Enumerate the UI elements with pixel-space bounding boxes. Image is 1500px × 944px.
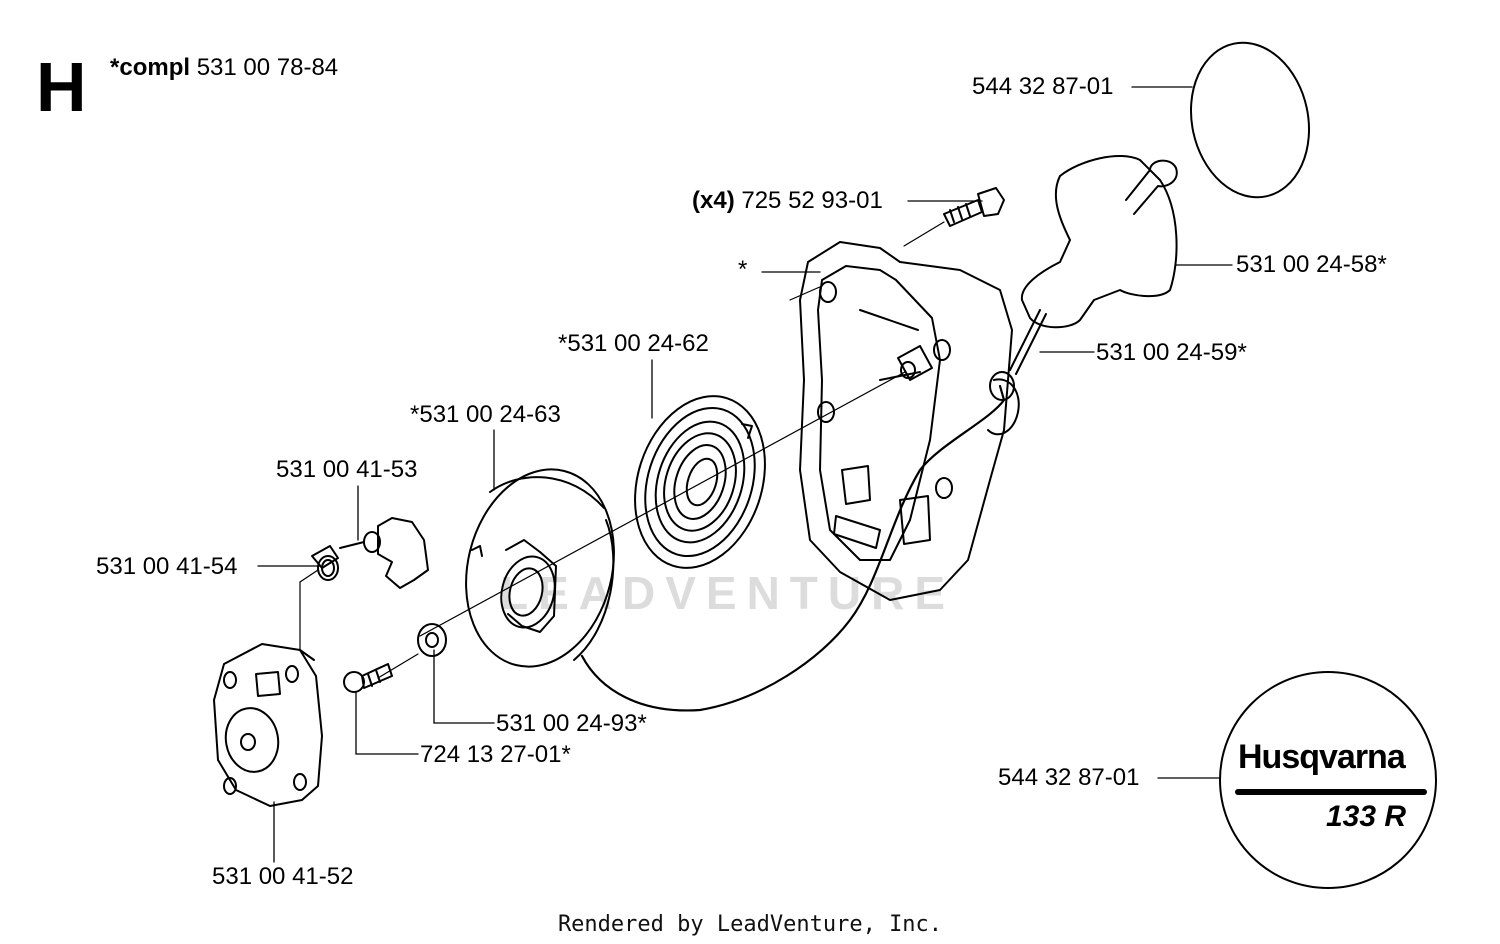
washer-part [417,623,447,657]
label-screw-x4-number: 725 52 93-01 [741,187,883,214]
label-pawl[interactable]: 531 00 41-53 [276,456,418,483]
screw-part [343,663,393,693]
label-screw-x4[interactable]: (x4) 725 52 93-01 [692,189,883,213]
label-handle[interactable]: 531 00 24-58* [1236,251,1387,278]
starter-housing-part [799,241,1020,601]
leader-lines [257,86,1233,863]
footer-credit: Rendered by LeadVenture, Inc. [557,912,943,937]
recoil-spring-part [634,395,766,569]
compl-label: *compl 531 00 78-84 [110,56,338,80]
label-washer[interactable]: 531 00 24-93* [496,710,647,737]
section-letter: H [36,48,87,126]
logo-brand: Husqvarna [1238,738,1406,776]
sticker-top-part [1189,41,1311,199]
label-pulley[interactable]: *531 00 24-63 [410,401,561,428]
compl-prefix: *compl [110,54,191,81]
cover-plate-part [213,643,323,807]
label-star: * [738,256,748,283]
rope-part [580,384,1006,712]
label-rope[interactable]: 531 00 24-59* [1096,339,1247,366]
label-spring[interactable]: *531 00 24-62 [558,330,709,357]
rope-grommet [989,371,1015,401]
sticker-bottom-part [1219,671,1437,889]
label-screw[interactable]: 724 13 27-01* [420,741,571,768]
label-pawl-spring[interactable]: 531 00 41-54 [96,553,238,580]
pawl-spring-part [311,545,339,581]
pulley-part [465,468,615,668]
pawl-part [339,517,429,589]
assembly-axis [299,221,945,679]
watermark: LEADVENTURE [500,567,956,619]
label-screw-x4-prefix: (x4) [692,187,735,214]
screw-x4-part [943,187,1005,227]
handle-part [1009,155,1178,375]
label-sticker-bottom[interactable]: 544 32 87-01 [998,764,1140,791]
label-sticker-top[interactable]: 544 32 87-01 [972,73,1114,100]
label-cover-plate[interactable]: 531 00 41-52 [212,863,354,890]
logo-model: 133 R [1326,800,1407,833]
compl-number: 531 00 78-84 [196,54,339,81]
